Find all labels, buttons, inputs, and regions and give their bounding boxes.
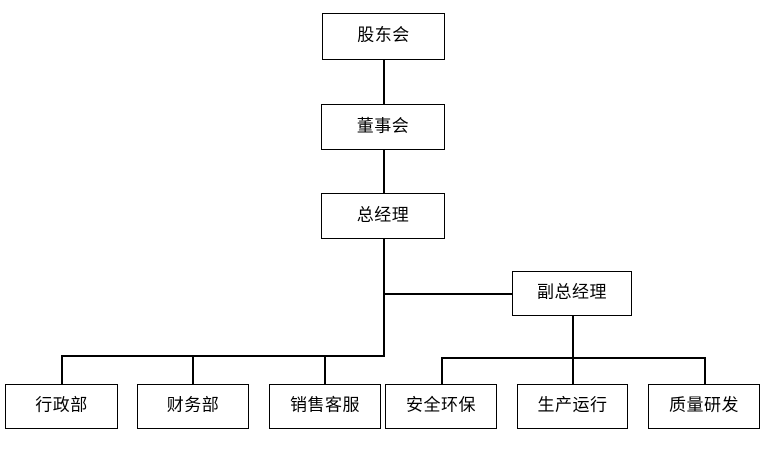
node-shareholders[interactable]: 股东会 xyxy=(322,13,445,60)
connector-drop-sales xyxy=(324,355,326,384)
node-sales-service[interactable]: 销售客服 xyxy=(269,384,381,429)
connector-drop-finance xyxy=(192,355,194,384)
node-quality-rnd[interactable]: 质量研发 xyxy=(648,384,760,429)
connector-drop-quality xyxy=(704,357,706,384)
node-label-finance-department: 财务部 xyxy=(166,395,220,416)
node-safety-environment[interactable]: 安全环保 xyxy=(385,384,497,429)
node-label-admin-department: 行政部 xyxy=(35,395,88,416)
node-label-safety-environment: 安全环保 xyxy=(406,395,476,416)
node-production-operations[interactable]: 生产运行 xyxy=(517,384,628,429)
node-admin-department[interactable]: 行政部 xyxy=(5,384,118,429)
node-label-sales-service: 销售客服 xyxy=(290,395,360,416)
node-label-board: 董事会 xyxy=(356,116,410,136)
connector-gm-trunk xyxy=(383,239,385,357)
node-label-production-operations: 生产运行 xyxy=(537,395,608,416)
node-general-manager[interactable]: 总经理 xyxy=(321,193,445,239)
connector-drop-safety xyxy=(441,357,443,384)
connector-drop-admin xyxy=(61,355,63,384)
connector-drop-production xyxy=(572,357,574,384)
connector-board-to-gm xyxy=(383,150,385,193)
node-label-deputy-general-manager: 副总经理 xyxy=(537,282,607,303)
connector-left-bus xyxy=(61,355,384,357)
node-label-general-manager: 总经理 xyxy=(356,205,410,225)
node-finance-department[interactable]: 财务部 xyxy=(137,384,249,429)
connector-deputy-gm-trunk xyxy=(572,316,574,358)
node-board[interactable]: 董事会 xyxy=(321,104,445,150)
connector-shareholders-to-board xyxy=(383,60,385,104)
node-label-quality-rnd: 质量研发 xyxy=(669,395,739,416)
node-label-shareholders: 股东会 xyxy=(357,25,410,46)
connector-gm-to-deputy-gm xyxy=(383,293,513,295)
node-deputy-general-manager[interactable]: 副总经理 xyxy=(512,271,632,316)
